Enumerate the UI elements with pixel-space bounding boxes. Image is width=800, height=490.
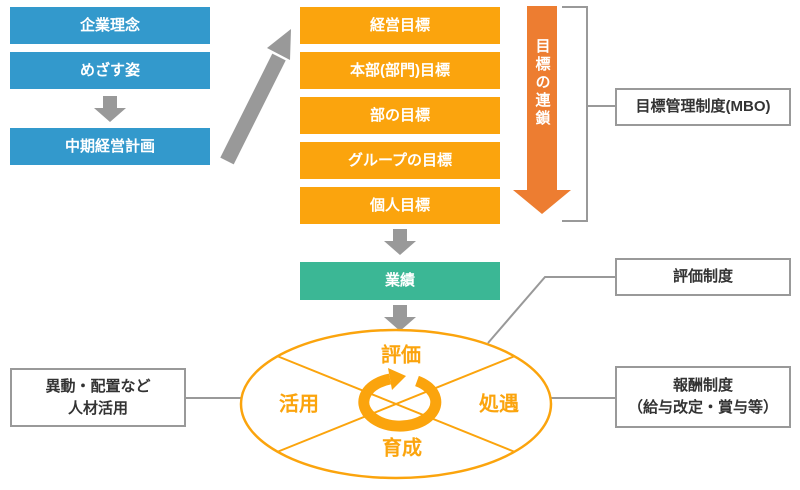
cycle-arrow-icon: [358, 368, 442, 432]
goal-chain-arrow-icon: [513, 6, 571, 214]
down-arrow-icon: [384, 305, 416, 331]
philosophy-box: 企業理念: [10, 7, 210, 44]
personal-goal-box: 個人目標: [300, 187, 500, 224]
cycle-treatment-label: 処遇: [479, 393, 519, 416]
cycle-divider-line: [276, 355, 516, 453]
cycle-evaluation-label: 評価: [381, 344, 421, 367]
hr-use-line1: 異動・配置など: [45, 377, 151, 395]
department-goal-box: 部の目標: [300, 97, 500, 134]
vision-box: めざす姿: [10, 52, 210, 89]
management-goal-box: 経営目標: [300, 7, 500, 44]
midterm-plan-box: 中期経営計画: [10, 128, 210, 165]
evaluation-connector-line: [487, 276, 615, 344]
mbo-system-box: 目標管理制度(MBO): [615, 88, 791, 126]
reward-line2: （給与改定・賞与等）: [627, 399, 778, 416]
goal-chain-label: 目標の連鎖: [533, 38, 551, 128]
evaluation-system-box: 評価制度: [615, 258, 791, 296]
performance-box: 業績: [300, 262, 500, 300]
hr-use-box: 異動・配置など 人材活用: [10, 368, 186, 427]
reward-line1: 報酬制度: [672, 377, 733, 395]
cycle-development-label: 育成: [382, 437, 422, 460]
down-arrow-icon: [94, 96, 126, 122]
division-goal-box: 本部(部門)目標: [300, 52, 500, 89]
group-goal-box: グループの目標: [300, 142, 500, 179]
reward-system-box: 報酬制度 （給与改定・賞与等）: [615, 366, 791, 428]
cycle-utilization-label: 活用: [279, 393, 319, 416]
hr-use-line2: 人材活用: [67, 399, 128, 417]
down-arrow-icon: [384, 229, 416, 255]
mbo-bracket: [562, 6, 588, 222]
diagonal-up-arrow-icon: [220, 29, 291, 165]
